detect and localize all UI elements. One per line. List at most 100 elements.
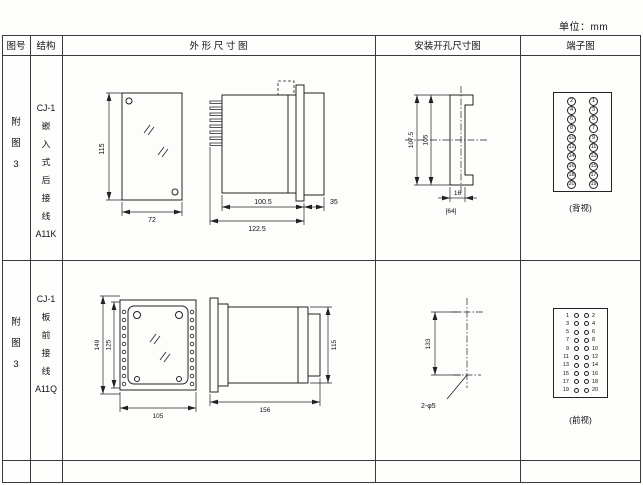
dim-height: 115 — [99, 143, 106, 154]
dim-front-depth: 35 — [330, 199, 338, 206]
outline-drawing-rear-wiring: 115 72 100.5 122.5 35 — [99, 80, 338, 233]
structure-line: 线 — [41, 366, 51, 376]
terminal-number: 3 — [565, 320, 569, 327]
dim-case-depth: 100.5 — [254, 199, 272, 206]
terminal-number: 12 — [592, 354, 599, 360]
dim-total-depth: 122.5 — [248, 226, 266, 233]
structure-line: 线 — [41, 211, 51, 221]
dimension-lines — [106, 92, 325, 225]
mounting-hole-drawing-rear: 107.5 105 16 [64] — [405, 86, 487, 215]
structure-line: 后 — [41, 175, 51, 185]
table-frame — [2, 35, 641, 483]
dimension-labels: 107.5 105 16 [64] — [408, 131, 461, 215]
side-view — [209, 80, 325, 202]
terminal-screw-icon — [574, 329, 579, 335]
structure-line: 式 — [41, 157, 51, 167]
grid-line-h — [2, 260, 641, 261]
figure-char: 附 — [11, 317, 21, 328]
terminal-circle: 19 — [589, 180, 598, 190]
structure-label: CJ-1 嵌 入 式 后 接 线 A11K — [30, 99, 62, 243]
terminal-circle: 1 — [589, 96, 598, 106]
figure-char: 附 — [11, 117, 21, 128]
front-view — [119, 299, 197, 391]
terminal-number: 4 — [592, 320, 596, 327]
dim-width: 72 — [148, 217, 156, 224]
terminal-number: 11 — [563, 354, 569, 360]
figure-char: 3 — [13, 159, 19, 170]
dim-cutout-width: 16 — [454, 190, 462, 197]
terminal-screw-icon — [574, 346, 579, 352]
unit-label: 单位：mm — [559, 22, 609, 33]
mounting-cell-row2: 133 2-φ5 — [375, 260, 520, 460]
dimension-labels: 149 125 105 156 115 — [94, 339, 338, 420]
terminal-circle: 3 — [589, 105, 598, 115]
terminal-number: 15 — [562, 370, 569, 377]
dim-hole-note: 2-φ5 — [421, 403, 436, 410]
figure-cell-row2: 附 图 3 — [2, 260, 30, 460]
terminal-number: 19 — [562, 387, 569, 394]
terminal-screw-icon — [584, 379, 589, 385]
terminal-circle: 2 — [567, 96, 576, 106]
terminal-circle: 18 — [567, 170, 576, 180]
figure-cell-row1: 附 图 3 — [2, 55, 30, 260]
terminal-number: 16 — [592, 370, 599, 377]
terminal-number: 13 — [562, 362, 569, 369]
header-structure: 结构 — [36, 41, 56, 52]
terminal-number: 18 — [592, 378, 599, 385]
terminal-screw-icon — [574, 337, 579, 343]
dimension-lines — [100, 295, 332, 412]
terminal-circle: 10 — [567, 133, 576, 143]
structure-line: 前 — [41, 330, 51, 340]
structure-cell-row1: CJ-1 嵌 入 式 后 接 线 A11K — [30, 55, 62, 260]
header-outline: 外 形 尺 寸 图 — [189, 41, 248, 52]
grid-line-v — [30, 35, 31, 483]
front-view — [121, 92, 183, 201]
terminal-screw-icon — [574, 379, 579, 385]
dim-overall-height: 149 — [94, 339, 101, 350]
figure-char: 图 — [11, 338, 21, 349]
structure-line: CJ-1 — [36, 294, 56, 304]
cutout-shape — [449, 94, 474, 186]
side-view — [209, 297, 321, 393]
dim-overall-width: [64] — [446, 208, 457, 215]
terminal-screw-icon — [584, 362, 589, 368]
grid-line-v — [520, 35, 521, 483]
terminal-screw-icon — [584, 329, 589, 335]
terminal-number: 14 — [592, 362, 599, 369]
terminal-circle: 8 — [567, 124, 576, 134]
grid-line-v — [62, 35, 63, 483]
dim-inner-height: 105 — [423, 134, 430, 145]
terminal-circle: 20 — [567, 180, 576, 190]
figure-char: 3 — [13, 359, 19, 370]
terminal-circle: 7 — [589, 124, 598, 134]
terminal-number: 5 — [565, 329, 569, 336]
structure-line: 接 — [41, 348, 51, 358]
terminal-circle: 5 — [589, 115, 598, 125]
figure-number: 附 图 3 — [2, 312, 30, 375]
dimension-lines — [431, 311, 468, 400]
structure-line: 入 — [41, 139, 51, 149]
terminal-screw-icon — [574, 313, 579, 318]
terminal-circle: 4 — [567, 105, 576, 115]
terminal-screw-icon — [584, 371, 589, 377]
terminal-screw-icon — [584, 354, 589, 360]
dimension-lines — [414, 94, 477, 202]
figure-char: 图 — [11, 138, 21, 149]
grid-line-h — [2, 55, 641, 56]
dim-cover-height: 125 — [106, 339, 113, 350]
terminal-number: 7 — [565, 337, 569, 344]
terminal-view-label: (背视) — [569, 203, 592, 213]
terminal-circle: 15 — [589, 161, 598, 171]
grid-line-v — [375, 35, 376, 483]
dimension-labels: 133 2-φ5 — [421, 338, 436, 410]
terminal-circle: 11 — [589, 143, 598, 152]
dim-outer-height: 107.5 — [408, 131, 415, 148]
dim-hole-spacing: 133 — [425, 338, 432, 349]
figure-number: 附 图 3 — [2, 112, 30, 175]
terminal-number: 1 — [565, 312, 569, 319]
terminal-circle: 9 — [589, 133, 598, 143]
terminal-circle: 13 — [589, 152, 598, 162]
dimension-labels: 115 72 100.5 122.5 35 — [99, 143, 338, 233]
